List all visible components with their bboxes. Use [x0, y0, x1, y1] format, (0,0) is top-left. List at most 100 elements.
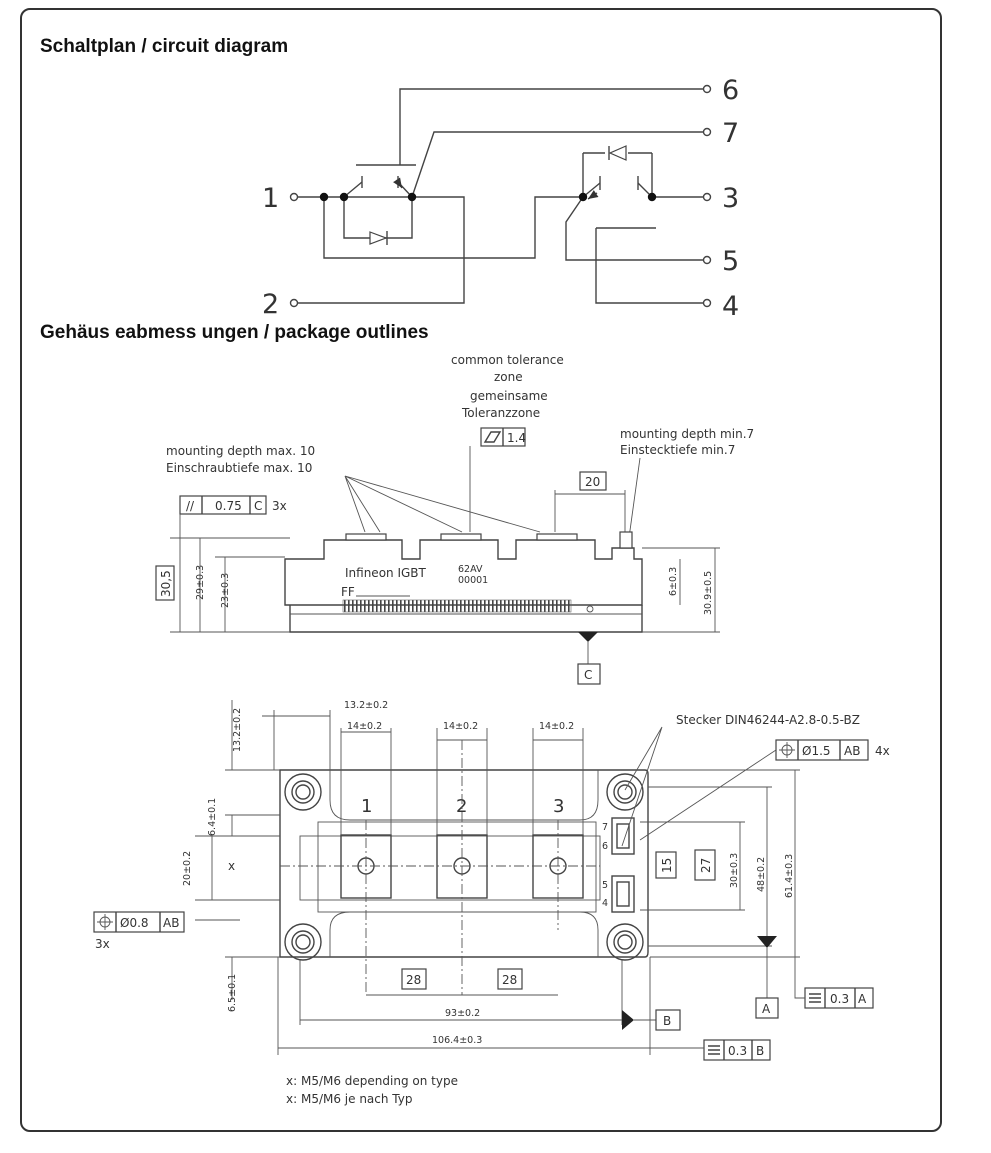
x-mark: x: [228, 859, 235, 873]
dim-27-box: [694, 849, 716, 881]
terminal-label-2: 2: [456, 796, 467, 817]
dim-28-b-box: [497, 968, 523, 990]
dim-23: 23±0.3: [220, 573, 231, 608]
code-label-2: 00001: [458, 575, 488, 586]
barcode: [342, 599, 572, 613]
igbt-right-symbol: [565, 145, 703, 304]
datum-b-label: B: [663, 1014, 671, 1028]
dim-30-5-box: [155, 565, 175, 601]
parallelism-symbol: //: [186, 499, 195, 513]
dim-20-top: 20±0.2: [182, 851, 193, 886]
datum-b-box: [655, 1009, 681, 1031]
datum-a-label: A: [762, 1002, 771, 1016]
svg-text:4: 4: [602, 898, 608, 909]
dim-106-4: 106.4±0.3: [432, 1035, 482, 1046]
pin-label-7: 7: [722, 118, 739, 149]
dim-27: 27: [699, 858, 713, 873]
svg-text:6: 6: [602, 841, 608, 852]
pin-1-terminal: [289, 192, 299, 202]
dim-28-a-box: [401, 968, 427, 990]
datum-b-triangle: [622, 1010, 634, 1030]
tolerance-zone-en-1: common tolerance: [451, 353, 564, 367]
pos-ref-b: AB: [163, 916, 179, 930]
pin-7-terminal: [702, 127, 712, 137]
pos-dia-a: Ø1.5: [802, 744, 831, 758]
dim-14-b: 14±0.2: [443, 721, 478, 732]
datum-c-triangle: [578, 632, 598, 642]
dim-61-4: 61.4±0.3: [784, 854, 795, 898]
pos-count-a: 4x: [875, 744, 890, 758]
terminal-label-3: 3: [553, 796, 564, 817]
svg-text:7: 7: [602, 822, 608, 833]
sym-flat-a: 0.3: [830, 992, 849, 1006]
side-view: common tolerance zone gemeinsame Toleran…: [155, 353, 754, 685]
dim-15-box: [655, 851, 677, 879]
pin-label-6: 6: [722, 75, 739, 106]
dim-6-4: 6.4±0.1: [207, 798, 218, 836]
dim-48: 48±0.2: [756, 857, 767, 892]
dim-13-2-v: 13.2±0.2: [232, 708, 243, 752]
dim-29: 29±0.3: [195, 565, 206, 600]
datum-c-label: C: [584, 668, 592, 682]
datum-a-box: [755, 997, 779, 1019]
dim-13-2-h: 13.2±0.2: [344, 700, 388, 711]
sym-ref-b: B: [756, 1044, 764, 1058]
pos-dia-b: Ø0.8: [120, 916, 149, 930]
dim-6-5: 6.5±0.1: [227, 974, 238, 1012]
dim-28-b: 28: [502, 973, 517, 987]
dim-20: 20: [585, 475, 600, 489]
tolerance-zone-de-1: gemeinsame: [470, 389, 548, 403]
pin-6-terminal: [702, 84, 712, 94]
pin-4-terminal: [702, 298, 712, 308]
pin-3-terminal: [702, 192, 712, 202]
tolerance-zone-en-2: zone: [494, 370, 523, 384]
pos-ref-a: AB: [844, 744, 860, 758]
parallelism-ref: C: [254, 499, 262, 513]
dim-93: 93±0.2: [445, 1008, 480, 1019]
svg-text:5: 5: [602, 880, 608, 891]
mount-depth-min-en: mounting depth min.7: [620, 427, 754, 441]
mount-depth-max-de: Einschraubtiefe max. 10: [166, 461, 312, 475]
code-label-1: 62AV: [458, 564, 483, 575]
mount-depth-min-de: Einstecktiefe min.7: [620, 443, 735, 457]
flatness-value: 1.4: [507, 431, 526, 445]
tolerance-zone-de-2: Toleranzzone: [461, 406, 540, 420]
circuit-diagram-heading: Schaltplan / circuit diagram: [40, 36, 289, 57]
flatness-icon: [483, 431, 502, 443]
diode-left-icon: [369, 231, 388, 245]
dim-14-a: 14±0.2: [347, 721, 382, 732]
note-en: x: M5/M6 depending on type: [286, 1074, 458, 1088]
sym-ref-a: A: [858, 992, 867, 1006]
top-view: 1 2 3 7 6 5 4 13.2±0.2 14±0.2 14±0.2 14±0.…: [93, 700, 890, 1106]
pin-label-2: 2: [262, 289, 279, 320]
igbt-left-symbol: [298, 88, 703, 304]
dim-30-9: 30.9±0.5: [703, 571, 714, 615]
note-de: x: M5/M6 je nach Typ: [286, 1092, 412, 1106]
module-top-outline: [279, 769, 649, 958]
pin-5-terminal: [702, 255, 712, 265]
sym-flat-b: 0.3: [728, 1044, 747, 1058]
datum-a-triangle: [757, 936, 777, 948]
diode-right-icon: [608, 145, 627, 161]
symmetry-frame-b: [703, 1039, 771, 1061]
dim-20-box: [579, 471, 607, 491]
dim-15: 15: [660, 858, 674, 873]
terminal-label-1: 1: [361, 796, 372, 817]
ff-label: FF: [341, 585, 355, 599]
parallelism-count: 3x: [272, 499, 287, 513]
connector-spec: Stecker DIN46244-A2.8-0.5-BZ: [676, 713, 860, 727]
dim-30-5: 30,5: [159, 570, 173, 597]
diagram-frame: [20, 8, 942, 1132]
dim-6: 6±0.3: [668, 567, 679, 596]
circuit-diagram: 1 2 3 4 5 6 7: [262, 75, 739, 322]
module-side-body: [284, 539, 643, 606]
brand-label: Infineon IGBT: [345, 566, 427, 580]
pin-label-1: 1: [262, 183, 279, 214]
control-connector-icon: [611, 817, 635, 855]
parallelism-value: 0.75: [215, 499, 242, 513]
dim-30: 30±0.3: [729, 853, 740, 888]
pin-label-4: 4: [722, 291, 739, 322]
dim-14-c: 14±0.2: [539, 721, 574, 732]
datum-c-box: [577, 663, 601, 685]
